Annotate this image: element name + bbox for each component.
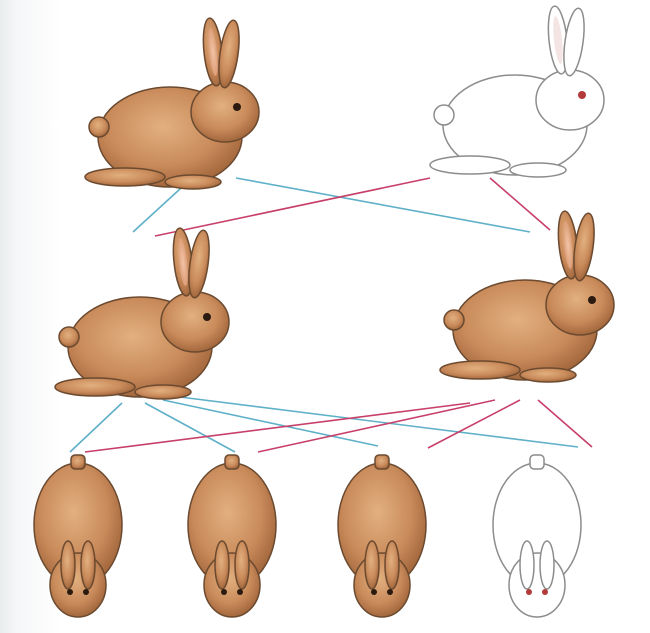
connector-blue — [163, 400, 378, 446]
connector-blue — [145, 403, 235, 452]
rabbit-f1-right — [440, 210, 614, 382]
connector-red — [490, 178, 550, 230]
rabbit-f2-4-white — [493, 455, 581, 617]
connector-blue — [70, 403, 122, 452]
connector-red — [85, 403, 470, 452]
rabbit-f2-3 — [338, 455, 426, 617]
rabbit-f1-left — [55, 227, 229, 399]
rabbit-parent-white — [430, 5, 604, 177]
connector-red — [538, 400, 592, 447]
rabbit-f2-2 — [188, 455, 276, 617]
connector-blue — [236, 178, 530, 232]
connector-blue — [180, 397, 578, 447]
rabbit-f2-1 — [34, 455, 122, 617]
rabbit-parent-brown — [85, 17, 259, 189]
